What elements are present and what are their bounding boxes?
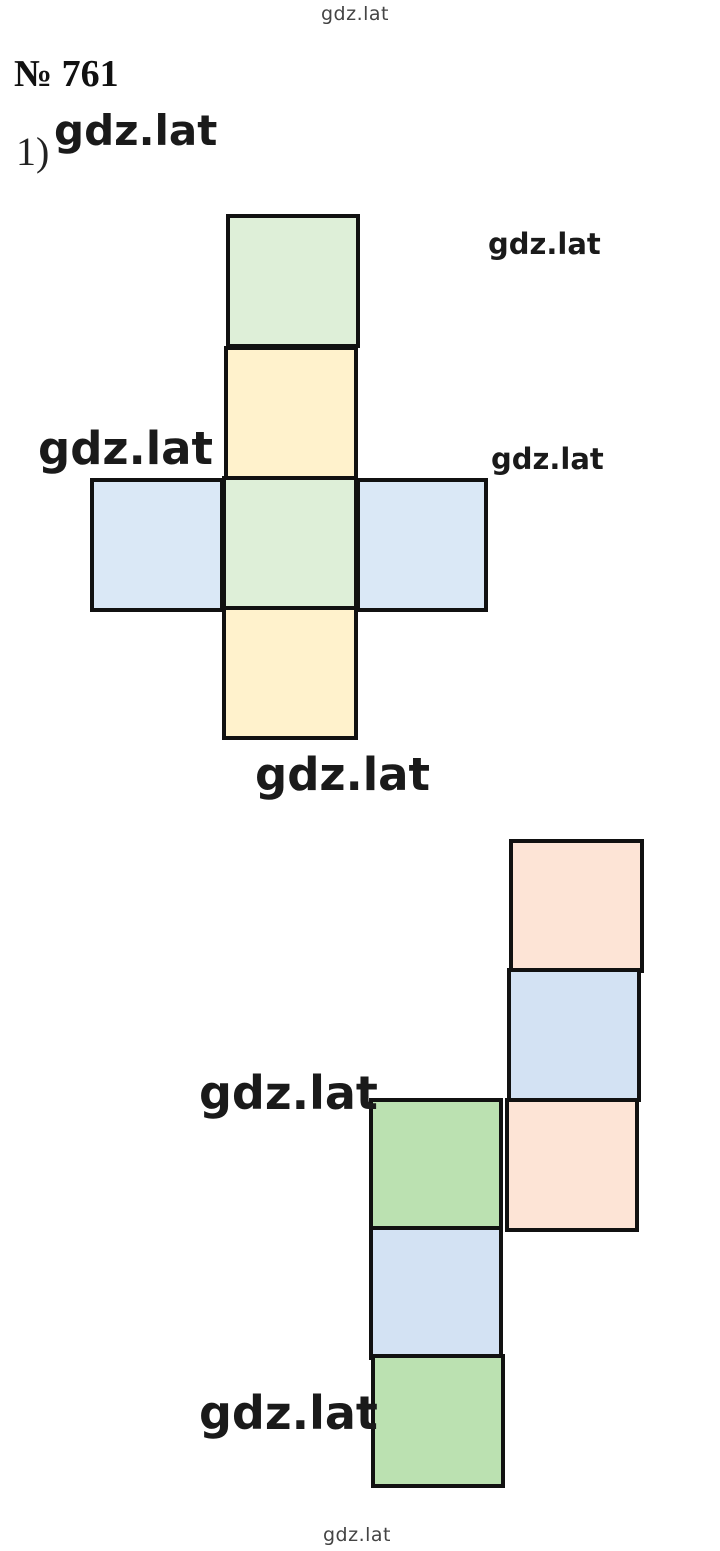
net1-square-upper [224, 346, 358, 480]
watermark-top: gdz.lat [321, 3, 390, 25]
net2-square-second [507, 968, 641, 1102]
net1-square-left [90, 478, 224, 612]
watermark-6: gdz.lat [199, 1066, 378, 1120]
net1-square-top [226, 214, 360, 348]
net1-square-center [222, 476, 358, 610]
watermark-2: gdz.lat [488, 227, 601, 261]
net2-square-bottom [371, 1354, 505, 1488]
problem-number: № 761 [14, 53, 119, 95]
net1-square-bottom [222, 606, 358, 740]
watermark-bottom: gdz.lat [323, 1524, 392, 1546]
watermark-7: gdz.lat [199, 1386, 378, 1440]
watermark-4: gdz.lat [491, 442, 604, 476]
net2-square-third-left [369, 1098, 503, 1230]
net2-square-third-right [505, 1098, 639, 1232]
part-label: 1) [16, 129, 50, 174]
watermark-3: gdz.lat [38, 422, 214, 475]
watermark-5: gdz.lat [255, 748, 431, 801]
net2-square-top [509, 839, 644, 973]
watermark-1: gdz.lat [54, 106, 218, 155]
net1-square-right [356, 478, 488, 612]
net2-square-fourth [369, 1226, 503, 1360]
